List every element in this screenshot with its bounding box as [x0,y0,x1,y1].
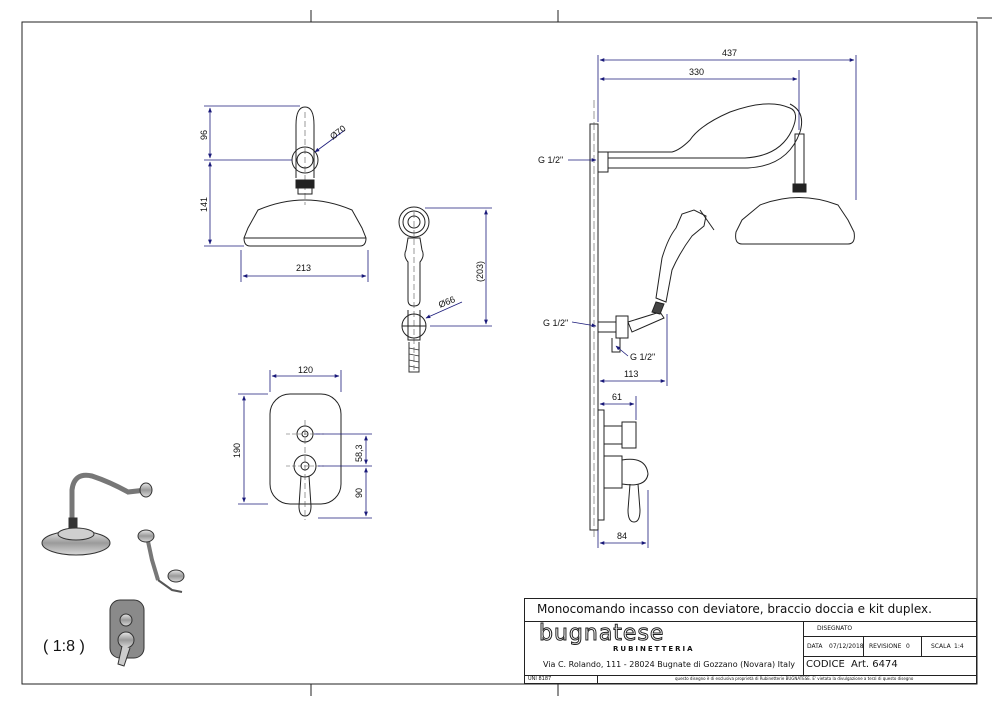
head-dimensions [204,105,369,282]
dim-valve-depth: 61 [612,392,622,402]
dim-plate-depth: 84 [617,531,627,541]
scale-label: SCALA [931,643,951,650]
valve-plate-front-view [269,393,342,520]
dim-head-diameter: Ø70 [328,123,348,141]
dim-hand-shower-length: (203) [475,261,485,282]
disclaimer: questo disegno è di esclusiva proprietà … [675,676,914,681]
side-elevation-dimensions [568,55,857,548]
dim-head-width: 213 [296,263,311,273]
code-row: CODICE Art. 6474 [803,656,976,675]
hand-shower-front-view [398,206,430,373]
title-row: Monocomando incasso con deviatore, bracc… [525,599,976,622]
norm-label: UNI 8187 [528,676,552,682]
code-value: Art. 6474 [851,659,898,670]
footer-row: UNI 8187 questo disegno è di esclusiva p… [525,675,976,684]
dim-arm-reach: 330 [689,67,704,77]
side-elevation [589,100,855,540]
sheet-border [21,21,978,685]
dim-head-top: 96 [199,130,209,140]
iso-scale-label: ( 1:8 ) [43,638,85,655]
thread-label-holder: G 1/2" [543,318,568,328]
dim-hand-shower-diameter: Ø66 [437,294,457,310]
date-label: DATA [807,643,823,650]
drawn-row: DISEGNATO [803,621,976,637]
logo-text: bugnatese [538,621,665,647]
dim-overall-reach: 437 [722,48,737,58]
drawn-label: DISEGNATO [817,625,853,632]
isometric-preview [41,472,185,667]
dim-plate-lower: 90 [354,488,364,498]
logo-subtitle: RUBINETTERIA [613,645,695,653]
logo-cell: bugnatese RUBINETTERIA Via C. Rolando, 1… [525,621,804,675]
company-address: Via C. Rolando, 111 - 28024 Bugnate di G… [543,660,796,669]
date-value: 07/12/2018 [829,643,864,650]
thread-label-arm: G 1/2" [538,155,563,165]
dim-plate-offset: 58,3 [354,444,364,462]
revision-value: 0 [906,643,910,650]
valve-plate-dimensions [238,370,372,519]
dim-head-bottom: 141 [199,197,209,212]
dim-plate-width: 120 [298,365,313,375]
revision-label: REVISIONE [869,643,902,650]
code-label: CODICE [806,659,845,670]
revision-cell: REVISIONE 0 [863,636,922,656]
drawing-title: Monocomando incasso con deviatore, bracc… [537,602,932,616]
title-block: Monocomando incasso con deviatore, bracc… [524,598,977,684]
shower-head-front-view [243,106,367,247]
thread-label-hose: G 1/2" [630,352,655,362]
date-cell: DATA 07/12/2018 [803,636,864,656]
scale-value: 1:4 [954,643,964,650]
scale-cell: SCALA 1:4 [921,636,976,656]
hand-shower-dimensions [425,207,492,327]
dim-plate-height: 190 [232,443,242,458]
date-row: DATA 07/12/2018 REVISIONE 0 SCALA 1:4 [803,636,976,657]
dim-holder-reach: 113 [624,369,638,379]
norm-cell: UNI 8187 [525,676,598,684]
